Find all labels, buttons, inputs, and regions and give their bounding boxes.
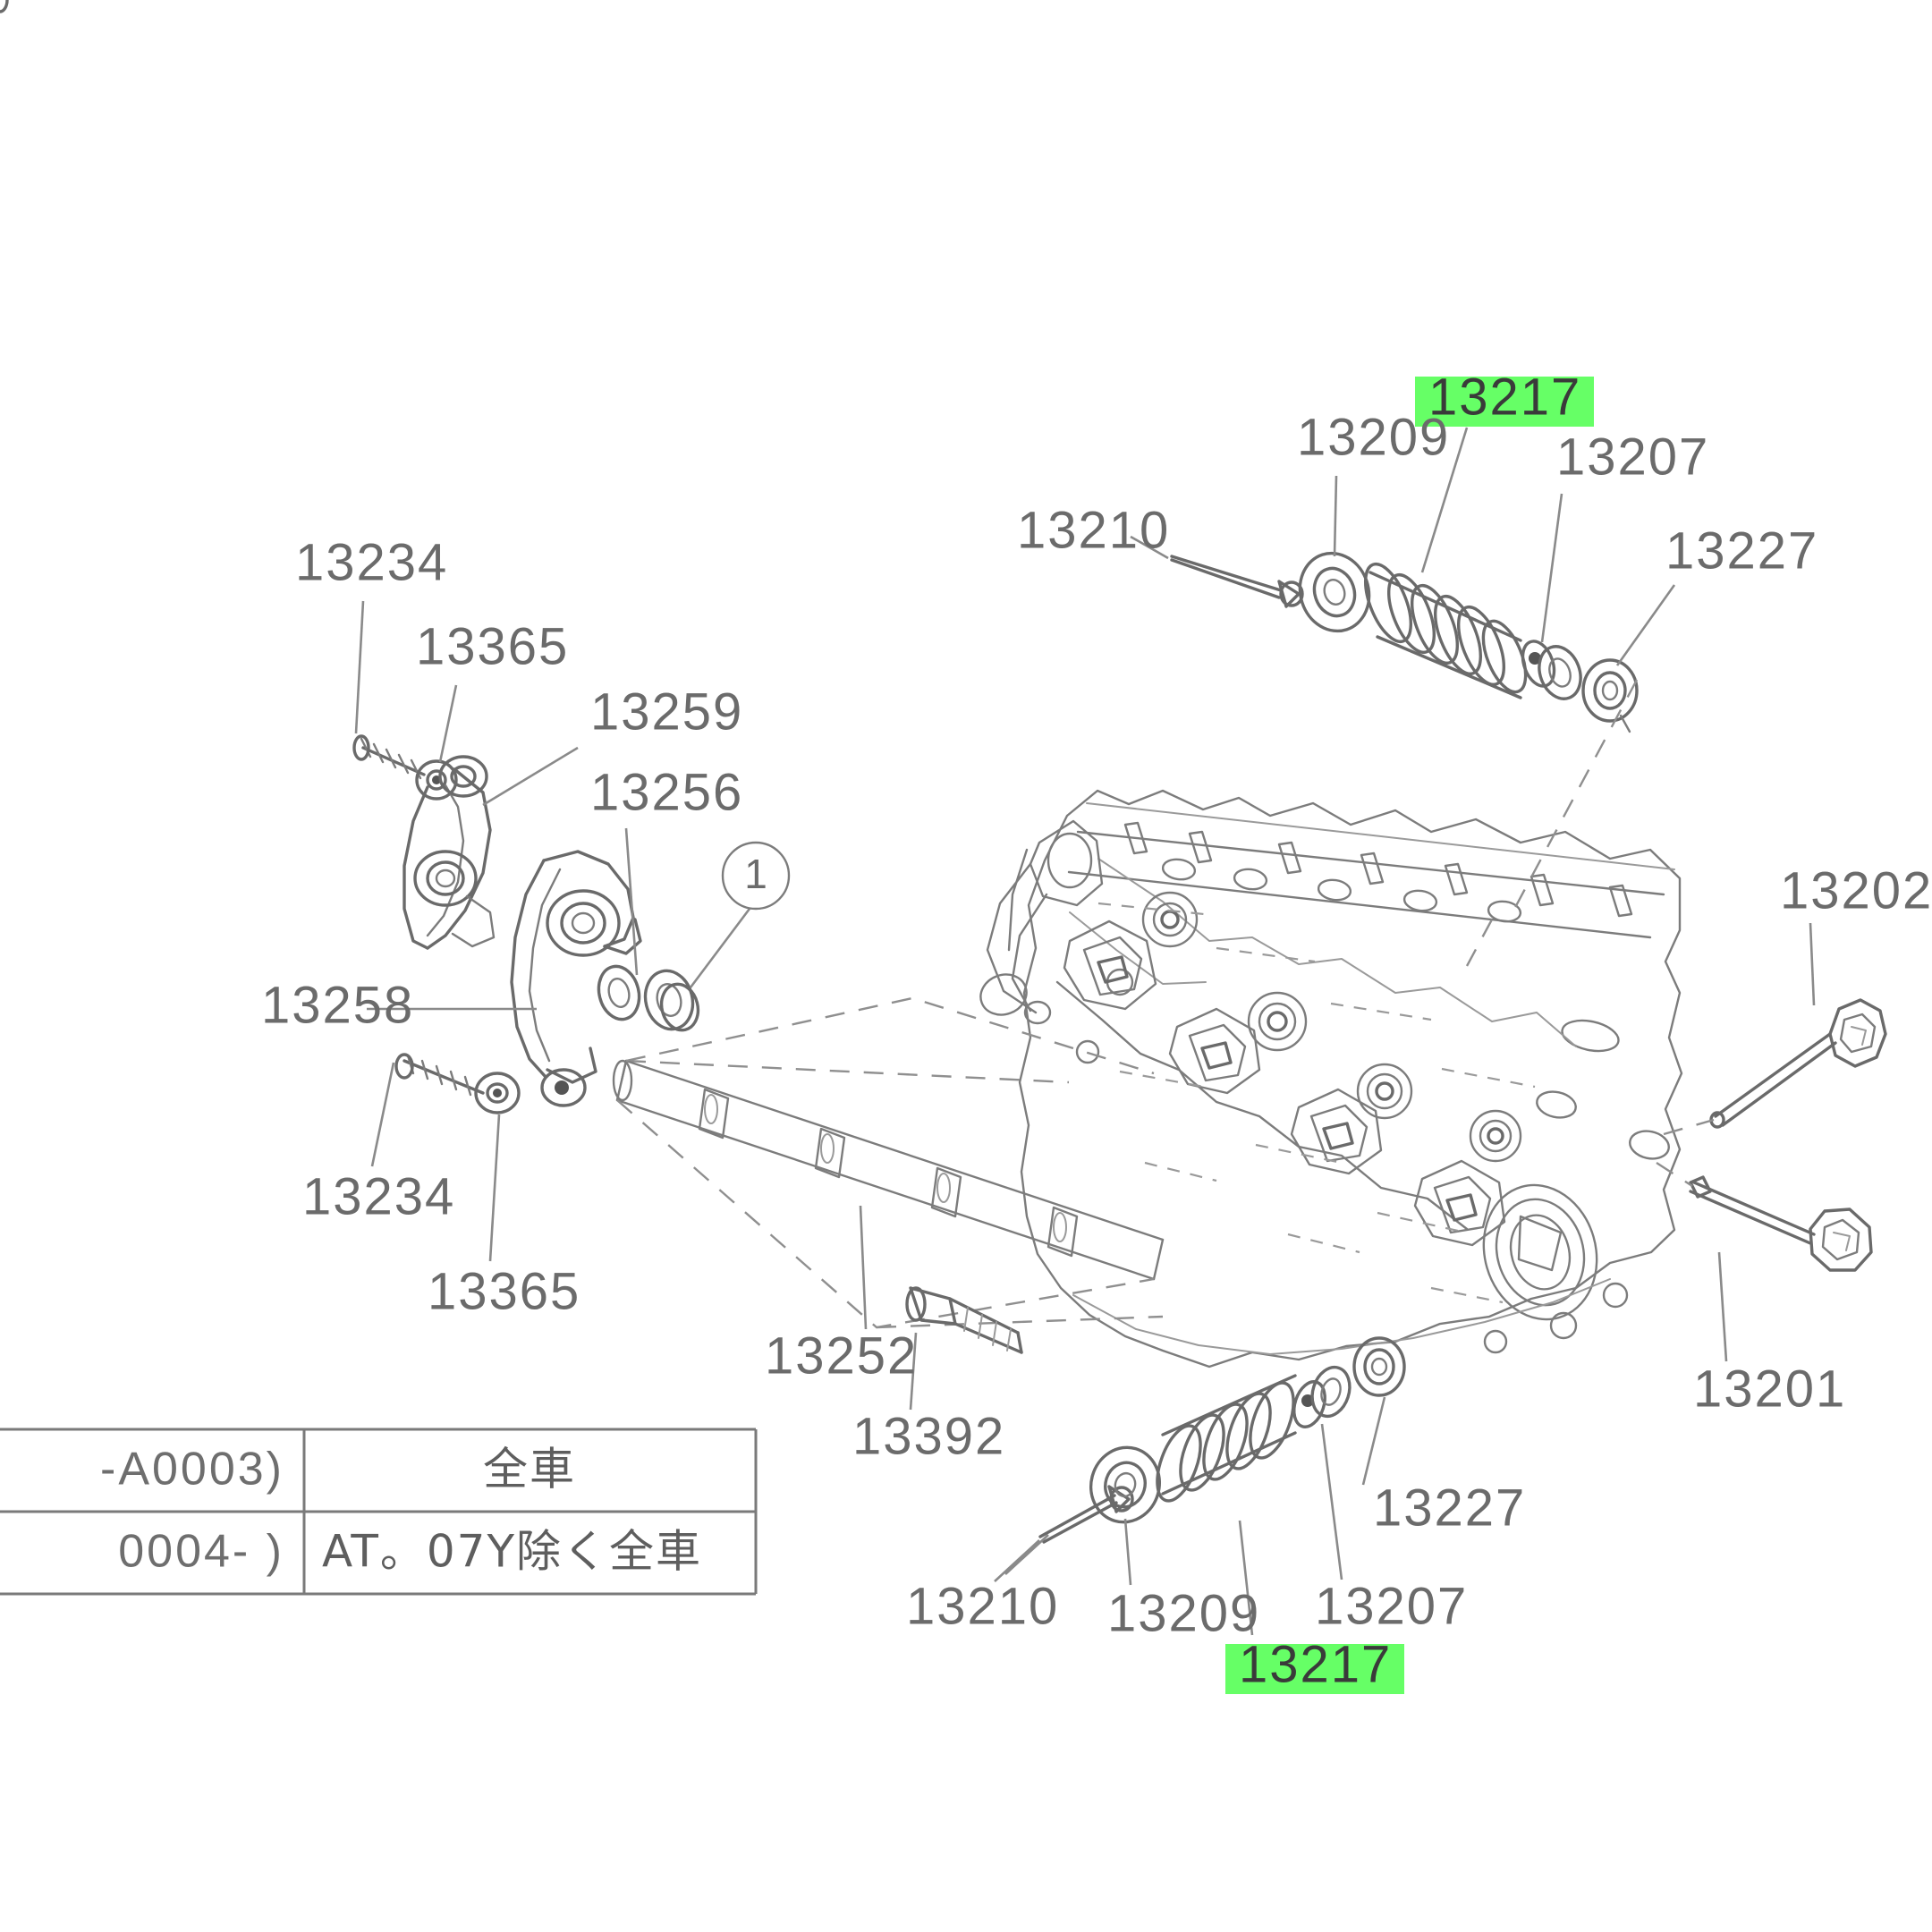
part-label-13209-bottom: 13209 <box>1107 1584 1260 1642</box>
part-label-13202: 13202 <box>1780 861 1932 919</box>
intake-valve <box>1709 998 1887 1129</box>
part-label-13234-lower: 13234 <box>302 1167 455 1225</box>
valve-guide-top <box>1170 555 1304 608</box>
rocker-arm-lower <box>394 850 642 1114</box>
highlight-13217-bottom <box>1225 1644 1404 1694</box>
part-label-13201: 13201 <box>1693 1360 1846 1418</box>
part-label-13258: 13258 <box>261 976 414 1034</box>
lock-nut-upper <box>415 759 458 801</box>
valve-stem-seal-top <box>1581 658 1639 733</box>
exhaust-valve <box>1689 1175 1873 1272</box>
part-label-13227-bottom: 13227 <box>1373 1479 1526 1537</box>
part-label-13365-lower: 13365 <box>428 1262 580 1320</box>
table-row-1-note: AT。07Y除く全車 <box>322 1526 702 1578</box>
callout-1-text: 1 <box>744 851 767 897</box>
valve-adjusting-screw-upper <box>0 0 426 780</box>
head-left-end-detail <box>979 819 1104 1025</box>
rocker-arm-upper <box>0 0 496 950</box>
rocker-spacer-group <box>597 964 700 1032</box>
part-label-13217-bottom: 13217 <box>1239 1635 1392 1693</box>
valve-spring-bottom <box>1156 1374 1297 1503</box>
camshaft-bearing-bores <box>1141 891 1522 1163</box>
spring-seat-bottom <box>1089 1445 1162 1524</box>
valve-spring-assembly-top <box>1170 551 1639 967</box>
part-label-13210-top: 13210 <box>1017 501 1170 559</box>
part-label-13207-top: 13207 <box>1556 428 1709 486</box>
part-label-13209-top: 13209 <box>1297 408 1450 466</box>
table-row-0-note: 全車 <box>483 1444 576 1496</box>
callout-circle-1: 1 <box>721 841 791 911</box>
highlight-13217-top <box>1415 377 1594 427</box>
table-row-0-code: -A0003) <box>100 1444 284 1496</box>
part-label-13392: 13392 <box>852 1407 1005 1465</box>
lock-nut-lower <box>474 1072 521 1114</box>
cylinder-head-bolt <box>905 1286 1023 1354</box>
front-seal-bore <box>1482 1183 1598 1321</box>
valve-stem-seal-bottom <box>1352 1336 1406 1397</box>
spring-retainer-bottom <box>1292 1365 1352 1428</box>
part-label-13210-bottom: 13210 <box>906 1577 1059 1635</box>
part-label-13252: 13252 <box>765 1326 918 1385</box>
rocker-shaft-collars <box>698 1088 1079 1258</box>
part-label-13217-top: 13217 <box>1428 368 1581 426</box>
deck-slot-group <box>1123 821 1633 918</box>
valve-spring-assembly-bottom <box>1038 1336 1406 1544</box>
rocker-arm-body-upper <box>402 755 496 950</box>
part-label-13234-upper: 13234 <box>295 533 448 591</box>
part-label-13365-upper: 13365 <box>416 617 569 675</box>
valve-spring-top <box>1363 562 1528 699</box>
valves-right <box>1656 998 1887 1272</box>
applicability-table: -A0003) 全車 0004- ) AT。07Y除く全車 <box>0 1428 758 1596</box>
cylinder-head-body <box>979 789 1683 1368</box>
rocker-shaft-assembly <box>612 996 1165 1329</box>
part-label-13207-bottom: 13207 <box>1315 1577 1468 1635</box>
part-label-13256: 13256 <box>590 763 743 821</box>
part-label-13227-top: 13227 <box>1665 521 1818 580</box>
part-label-13259: 13259 <box>590 682 743 741</box>
head-interior-detail <box>1063 919 1506 1247</box>
leader-lines <box>354 427 1816 1636</box>
table-row-1-code: 0004- ) <box>118 1526 284 1578</box>
valve-adjusting-screw-lower <box>394 1053 485 1097</box>
spring-retainer-top <box>1521 640 1582 700</box>
